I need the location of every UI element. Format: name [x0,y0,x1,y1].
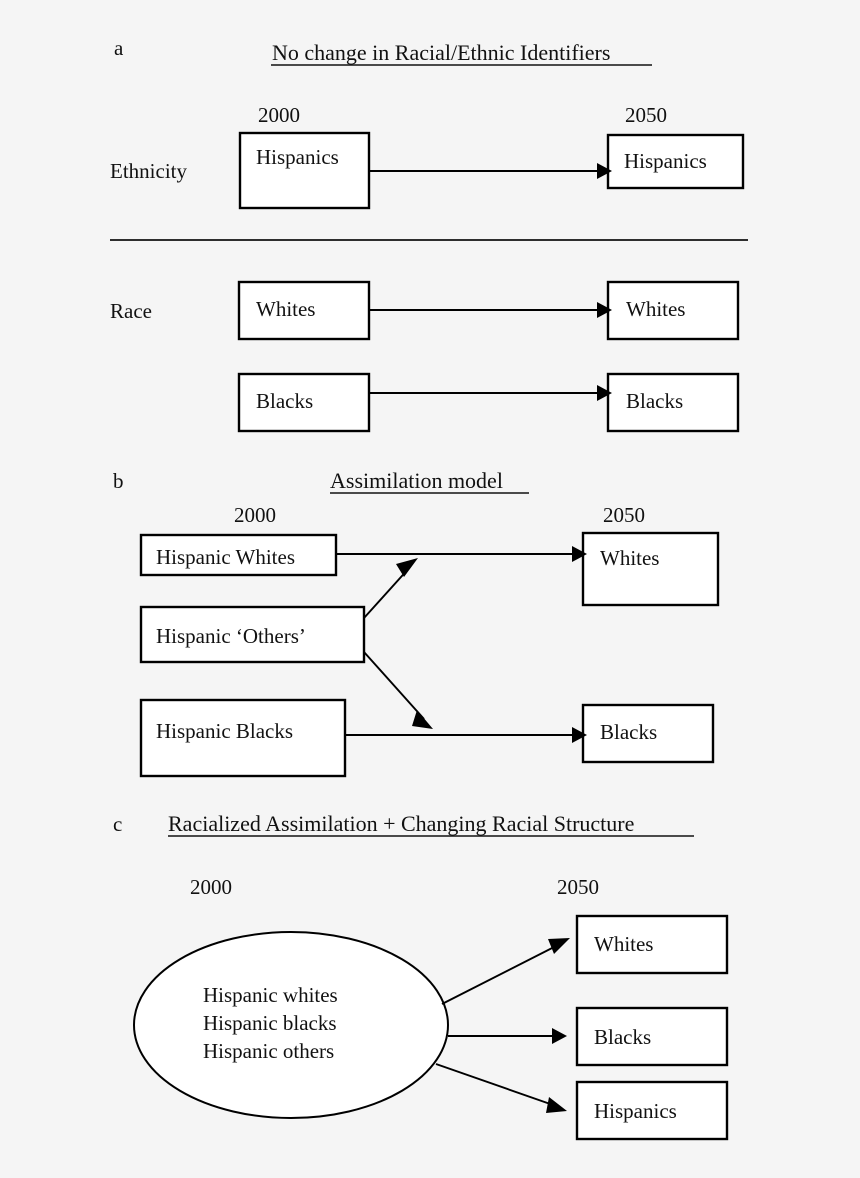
panel-a-box-source-hispanics[interactable] [238,131,371,210]
panel-a-year-left: 2000 [258,103,300,127]
panel-c-arrow-to-hispanics [435,1063,567,1113]
panel-a-label-source-whites: Whites [256,297,315,321]
panel-b-arrow-others-to-whites [363,558,418,619]
panel-b-year-right: 2050 [603,503,645,527]
panel-b-label-target-whites: Whites [600,546,659,570]
panel-c-title: Racialized Assimilation + Changing Racia… [168,811,634,836]
panel-a-label-source-blacks: Blacks [256,389,313,413]
panel-a-arrow-blacks [369,385,612,401]
panel-c: c Racialized Assimilation + Changing Rac… [113,811,729,1141]
panel-b-box-target-blacks[interactable] [581,703,715,764]
panel-a-row-label-ethnicity: Ethnicity [110,159,187,183]
panel-c-year-right: 2050 [557,875,599,899]
panel-c-label-target-blacks: Blacks [594,1025,651,1049]
panel-b-label-hispanic-others: Hispanic ‘Others’ [156,624,306,648]
panel-b-box-target-whites[interactable] [581,531,720,607]
panel-a-title: No change in Racial/Ethnic Identifiers [272,40,610,65]
panel-c-arrow-to-whites [441,938,570,1005]
panel-a-box-target-blacks[interactable] [606,372,740,433]
panel-b-title: Assimilation model [330,468,503,493]
panel-b-box-hispanic-others[interactable] [139,605,366,664]
panel-b-box-hispanic-whites[interactable] [139,533,338,577]
panel-c-label-group-line-2: Hispanic blacks [203,1011,337,1035]
panel-a-box-source-whites[interactable] [237,280,371,341]
panel-b-letter: b [113,469,124,493]
panel-a-label-target-whites: Whites [626,297,685,321]
panel-a-letter: a [114,36,124,60]
panel-a-label-source-hispanics: Hispanics [256,145,339,169]
panel-b-label-hispanic-blacks: Hispanic Blacks [156,719,293,743]
panel-c-ellipse-hispanic-origin-group[interactable] [133,931,449,1119]
panel-c-box-target-whites[interactable] [575,914,729,975]
panel-c-label-target-hispanics: Hispanics [594,1099,677,1123]
panel-a-arrow-hispanics [369,163,612,179]
panel-c-box-target-blacks[interactable] [575,1006,729,1067]
panel-a-box-source-blacks[interactable] [237,372,371,433]
panel-c-label-group-line-1: Hispanic whites [203,983,338,1007]
panel-c-box-target-hispanics[interactable] [575,1080,729,1141]
panel-b-box-hispanic-blacks[interactable] [139,698,347,778]
panel-c-arrow-to-blacks [448,1028,567,1044]
panel-c-label-target-whites: Whites [594,932,653,956]
panel-c-letter: c [113,812,122,836]
panel-a-arrow-whites [369,302,612,318]
panel-a-row-label-race: Race [110,299,152,323]
panel-c-year-left: 2000 [190,875,232,899]
panel-a-label-target-blacks: Blacks [626,389,683,413]
panel-b-label-hispanic-whites: Hispanic Whites [156,545,295,569]
panel-a-label-target-hispanics: Hispanics [624,149,707,173]
panel-b-arrow-others-to-blacks [363,651,433,729]
panel-b-arrow-whites-to-whites [336,546,587,562]
panel-c-label-group-line-3: Hispanic others [203,1039,334,1063]
panel-b-year-left: 2000 [234,503,276,527]
panel-a: a No change in Racial/Ethnic Identifiers… [110,36,748,433]
panel-a-box-target-hispanics[interactable] [606,133,745,190]
panel-b-label-target-blacks: Blacks [600,720,657,744]
panel-b: b Assimilation model 2000 2050 Hispanic … [113,468,720,778]
panel-a-box-target-whites[interactable] [606,280,740,341]
panel-b-arrow-blacks-to-blacks [345,727,587,743]
panel-a-year-right: 2050 [625,103,667,127]
